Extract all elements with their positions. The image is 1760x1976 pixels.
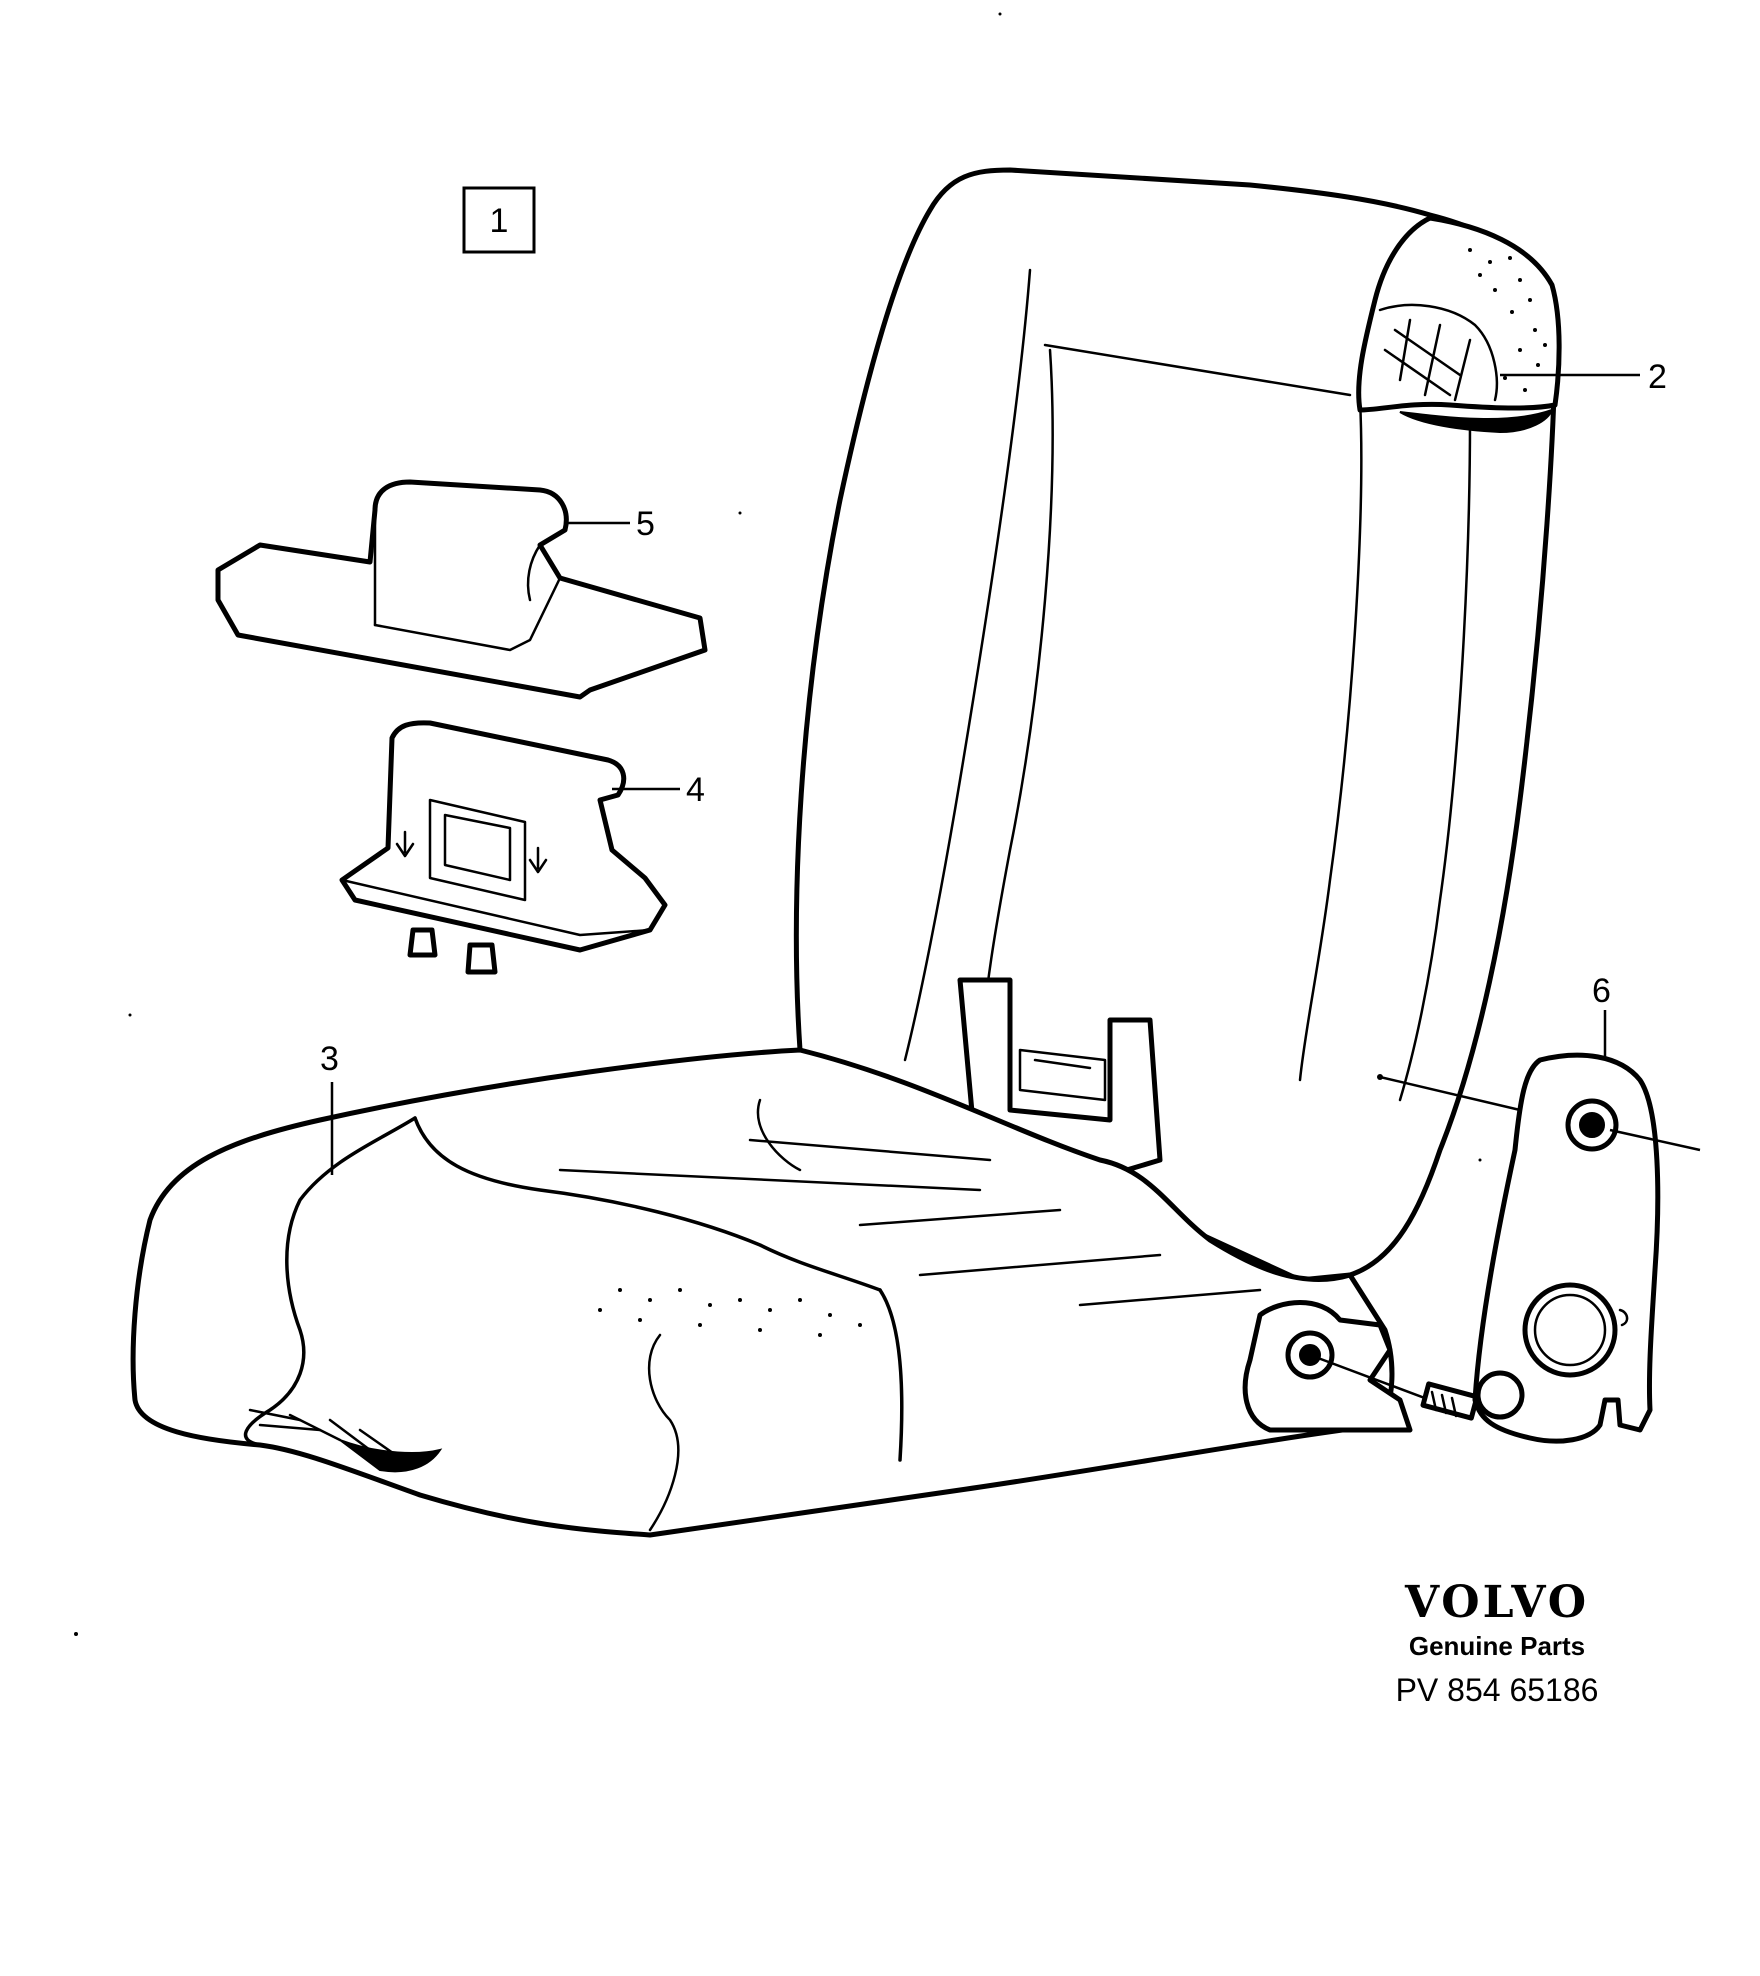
cushion-stipple	[598, 1288, 862, 1337]
side-bracket	[1242, 1300, 1413, 1433]
brand-block: VOLVO Genuine Parts PV 854 65186	[1372, 1578, 1622, 1712]
seat-cushion	[130, 1047, 1395, 1538]
hinge-leaders	[1377, 1074, 1701, 1152]
group-label: 1	[462, 186, 536, 254]
callout-3: 3	[320, 1040, 339, 1175]
callout-2: 2	[1500, 358, 1667, 396]
callout-4: 4	[612, 771, 705, 809]
drawing-code: PV 854 65186	[1395, 1672, 1599, 1708]
scan-specks	[74, 12, 1482, 1636]
callout-6: 6	[1592, 972, 1611, 1060]
callout-4-text: 4	[686, 771, 705, 809]
brand-logo-text: VOLVO	[1404, 1577, 1590, 1628]
callout-5-text: 5	[636, 505, 655, 543]
clip-upper	[215, 479, 708, 700]
brand-tagline: Genuine Parts	[1408, 1631, 1586, 1661]
clip-lower	[339, 720, 668, 975]
headrest-stipple	[1468, 248, 1547, 392]
group-label-text: 1	[490, 202, 509, 240]
headrest	[1356, 215, 1562, 434]
callout-2-text: 2	[1648, 358, 1667, 396]
bolt	[1308, 1353, 1480, 1421]
callout-3-text: 3	[320, 1040, 339, 1078]
callout-5: 5	[565, 505, 655, 543]
callout-6-text: 6	[1592, 972, 1611, 1010]
hinge-plate	[1472, 1052, 1661, 1444]
